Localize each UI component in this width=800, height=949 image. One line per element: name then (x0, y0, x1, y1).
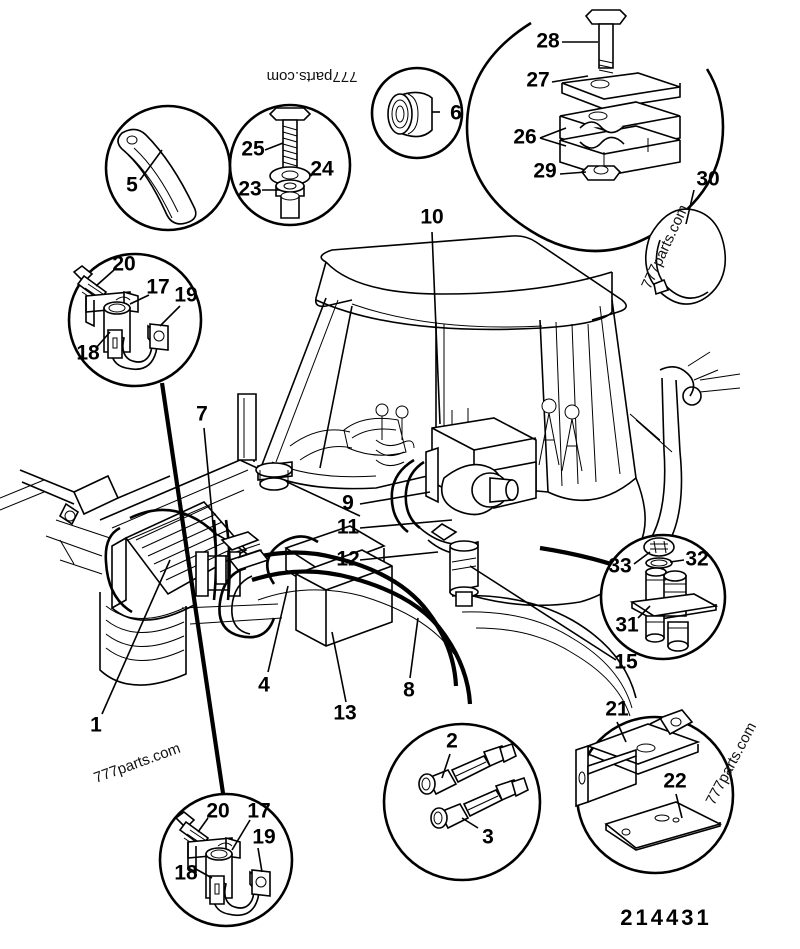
callout-32: 32 (685, 548, 708, 571)
detail-bulkhead-fitting (599, 533, 727, 661)
machine-illustration (0, 235, 741, 717)
callout-23: 23 (238, 178, 261, 201)
detail-clamp-lower (158, 792, 294, 928)
watermark-top: 777parts.com (267, 68, 358, 85)
hose-fittings (215, 531, 270, 585)
callout-17: 17 (146, 276, 169, 299)
callout-26: 26 (513, 126, 536, 149)
compressor-unit (425, 408, 537, 516)
callout-19-lower: 19 (252, 826, 275, 849)
callout-2: 2 (446, 730, 458, 753)
callout-33: 33 (608, 555, 631, 578)
callout-30: 30 (696, 168, 719, 191)
callout-1: 1 (90, 714, 102, 737)
callout-12: 12 (336, 548, 359, 571)
clamp-tie-lines (159, 382, 227, 801)
callout-5: 5 (126, 174, 138, 197)
callout-4: 4 (258, 674, 270, 697)
callout-19: 19 (174, 284, 197, 307)
detail-strap-bracket (104, 104, 232, 232)
callout-10: 10 (420, 206, 443, 229)
watermark-left: 777parts.com (92, 740, 183, 787)
callout-7: 7 (196, 403, 208, 426)
callout-labels: 1 2 3 4 5 6 7 8 9 10 11 12 13 15 17 18 1… (76, 30, 719, 885)
hose-clip-30 (644, 189, 727, 305)
callout-20: 20 (112, 253, 135, 276)
detail-bolt-washer-nut (228, 103, 352, 227)
callout-24: 24 (310, 158, 334, 181)
callout-15: 15 (614, 651, 638, 674)
receiver-drier (430, 523, 479, 607)
callout-27: 27 (526, 69, 549, 92)
detail-pressure-switches (382, 722, 542, 882)
callout-20-lower: 20 (206, 800, 229, 823)
callout-11: 11 (337, 516, 360, 539)
callout-8: 8 (403, 679, 415, 702)
leader-lines (101, 231, 617, 715)
callout-17-lower: 17 (247, 800, 270, 823)
detail-clamp-upper (67, 252, 203, 388)
drawing-number: 214431 (620, 905, 711, 930)
detail-brackets (575, 709, 735, 875)
callout-3: 3 (482, 826, 494, 849)
callout-31: 31 (615, 614, 639, 637)
callout-18-lower: 18 (174, 862, 198, 885)
callout-9: 9 (342, 492, 354, 515)
detail-clutch-bearing (370, 66, 464, 160)
callout-13: 13 (333, 702, 356, 725)
callout-18: 18 (76, 342, 100, 365)
detail-clamp-block (465, 9, 725, 253)
callout-6: 6 (450, 102, 462, 125)
callout-21: 21 (605, 698, 629, 721)
callout-22: 22 (663, 770, 686, 793)
callout-28: 28 (536, 30, 560, 53)
callout-29: 29 (533, 160, 556, 183)
callout-25: 25 (241, 138, 265, 161)
